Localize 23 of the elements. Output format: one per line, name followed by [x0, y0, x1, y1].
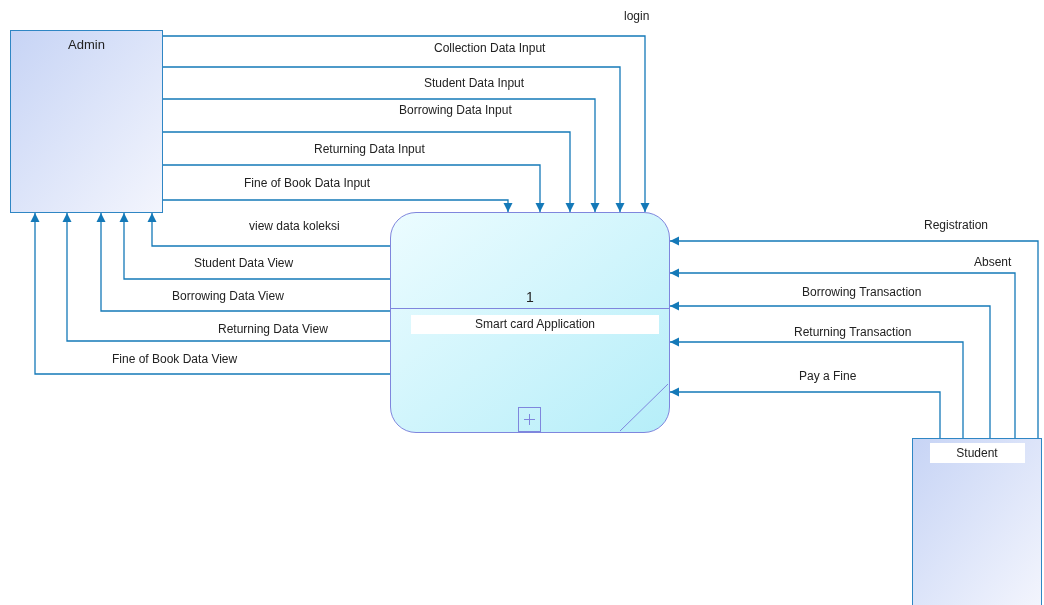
- arrow: [147, 212, 391, 247]
- arrow: [62, 212, 391, 342]
- node-label: Admin: [68, 36, 105, 54]
- arrow: [162, 98, 600, 213]
- external-entity-box: [10, 30, 163, 213]
- arrow: [30, 212, 391, 375]
- process-box: [390, 212, 670, 433]
- arrow: [162, 131, 575, 213]
- external-entity-box: [912, 438, 1042, 605]
- arrow: [669, 337, 964, 439]
- arrow: [669, 236, 1039, 439]
- arrow: [162, 35, 650, 213]
- arrow: [669, 268, 1016, 439]
- arrow: [96, 212, 391, 312]
- node-label: 1: [525, 288, 535, 307]
- arrow: [162, 66, 625, 213]
- arrow: [669, 301, 991, 439]
- node-label: Smart card Application: [411, 315, 659, 334]
- arrow: [119, 212, 391, 280]
- arrow: [162, 164, 545, 213]
- node-label: Student: [929, 443, 1025, 463]
- arrow: [162, 199, 513, 213]
- arrow: [669, 387, 941, 439]
